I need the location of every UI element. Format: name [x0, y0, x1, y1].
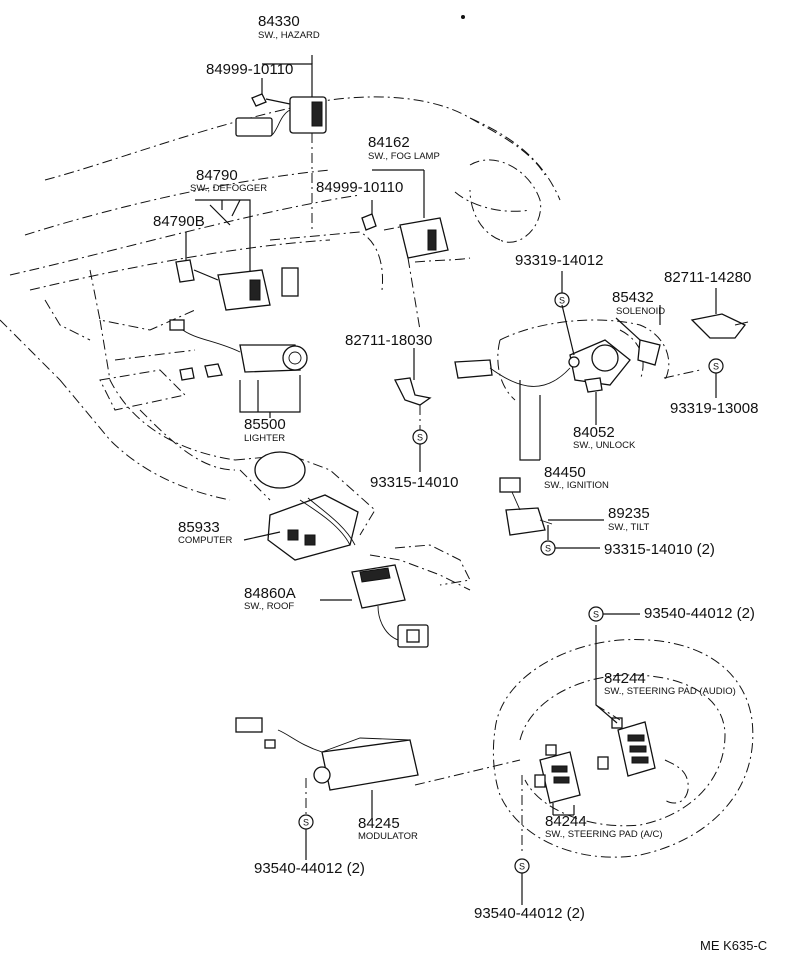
svg-text:85500: 85500 [244, 416, 286, 433]
label-89235: 89235 SW., TILT [608, 505, 650, 533]
svg-text:SW., FOG LAMP: SW., FOG LAMP [368, 151, 440, 162]
svg-text:SW., TILT: SW., TILT [608, 522, 650, 533]
ignition-switch-part [454, 339, 661, 393]
svg-text:SW., DEFOGGER: SW., DEFOGGER [190, 183, 267, 194]
s-mark-93319a: S [554, 292, 570, 308]
svg-text:S: S [303, 818, 309, 828]
fog-lamp-switch-part [361, 213, 449, 259]
steering-pad-audio-part [597, 717, 656, 777]
corner-dot [461, 15, 465, 19]
label-84052: 84052 SW., UNLOCK [573, 424, 636, 451]
label-84860A: 84860A SW., ROOF [244, 585, 296, 612]
defogger-switch-part [175, 259, 299, 311]
svg-text:MODULATOR: MODULATOR [358, 831, 418, 842]
s-mark-93319b: S [708, 358, 724, 374]
label-93540a: 93540-44012 (2) [644, 605, 755, 622]
label-84790B: 84790B [153, 213, 205, 230]
label-82711b: 82711-18030 [345, 332, 432, 349]
s-mark-93540c: S [514, 858, 530, 874]
svg-text:S: S [713, 362, 719, 372]
label-93540b: 93540-44012 (2) [254, 860, 365, 877]
label-85500: 85500 LIGHTER [244, 416, 286, 444]
svg-text:84244: 84244 [604, 670, 646, 687]
steering-wheel [492, 639, 754, 858]
computer-part [254, 451, 359, 561]
svg-text:S: S [417, 433, 423, 443]
clip-part [394, 377, 432, 406]
s-mark-93315a: S [412, 429, 428, 445]
tilt-switch-part [499, 477, 553, 536]
steering-pad-ac-part [534, 744, 581, 804]
svg-text:84330: 84330 [258, 13, 300, 30]
s-mark-93540b: S [298, 814, 314, 830]
label-84245: 84245 MODULATOR [358, 815, 418, 842]
svg-text:SW., STEERING PAD (A/C): SW., STEERING PAD (A/C) [545, 829, 663, 840]
svg-text:LIGHTER: LIGHTER [244, 433, 285, 444]
label-93319b: 93319-13008 [670, 400, 758, 417]
modulator-part [235, 717, 419, 791]
label-93315b: 93315-14010 (2) [604, 541, 715, 558]
label-84790: 84790 SW., DEFOGGER [190, 167, 267, 194]
svg-text:S: S [519, 862, 525, 872]
svg-text:SW., ROOF: SW., ROOF [244, 601, 294, 612]
svg-text:SOLENOID: SOLENOID [616, 306, 665, 317]
hazard-switch-part [235, 93, 327, 137]
label-84999a: 84999-10110 [206, 61, 293, 78]
svg-text:85432: 85432 [612, 289, 654, 306]
lighter-part [169, 319, 308, 381]
diagram-code: ME K635-C [700, 938, 767, 953]
svg-text:84450: 84450 [544, 464, 586, 481]
svg-text:COMPUTER: COMPUTER [178, 535, 233, 546]
svg-text:S: S [559, 296, 565, 306]
svg-text:SW., UNLOCK: SW., UNLOCK [573, 440, 636, 451]
svg-text:85933: 85933 [178, 519, 220, 536]
label-93540c: 93540-44012 (2) [474, 905, 585, 922]
svg-text:SW., HAZARD: SW., HAZARD [258, 30, 320, 41]
label-82711a: 82711-14280 [664, 269, 751, 286]
svg-text:84052: 84052 [573, 424, 615, 441]
label-84450: 84450 SW., IGNITION [544, 464, 609, 491]
svg-text:84860A: 84860A [244, 585, 296, 602]
svg-text:SW., IGNITION: SW., IGNITION [544, 480, 609, 491]
svg-text:84790: 84790 [196, 167, 238, 184]
label-85933: 85933 COMPUTER [178, 519, 233, 546]
roof-switch-part [351, 564, 429, 648]
label-84244a: 84244 SW., STEERING PAD (AUDIO) [604, 670, 736, 697]
label-93319a: 93319-14012 [515, 252, 603, 269]
svg-text:S: S [593, 610, 599, 620]
label-84162: 84162 SW., FOG LAMP [368, 134, 440, 162]
svg-text:SW., STEERING PAD (AUDIO): SW., STEERING PAD (AUDIO) [604, 686, 736, 697]
s-mark-93540a: S [588, 606, 604, 622]
label-84330: 84330 SW., HAZARD [258, 13, 320, 41]
svg-text:84244: 84244 [545, 813, 587, 830]
bracket-part [690, 313, 749, 339]
label-84999b: 84999-10110 [316, 179, 403, 196]
label-85432: 85432 SOLENOID [612, 289, 665, 317]
svg-text:84245: 84245 [358, 815, 400, 832]
svg-text:89235: 89235 [608, 505, 650, 522]
label-93315a: 93315-14010 [370, 474, 458, 491]
label-84244b: 84244 SW., STEERING PAD (A/C) [545, 813, 663, 840]
s-mark-93315b: S [540, 540, 556, 556]
svg-text:84162: 84162 [368, 134, 410, 151]
svg-text:S: S [545, 544, 551, 554]
